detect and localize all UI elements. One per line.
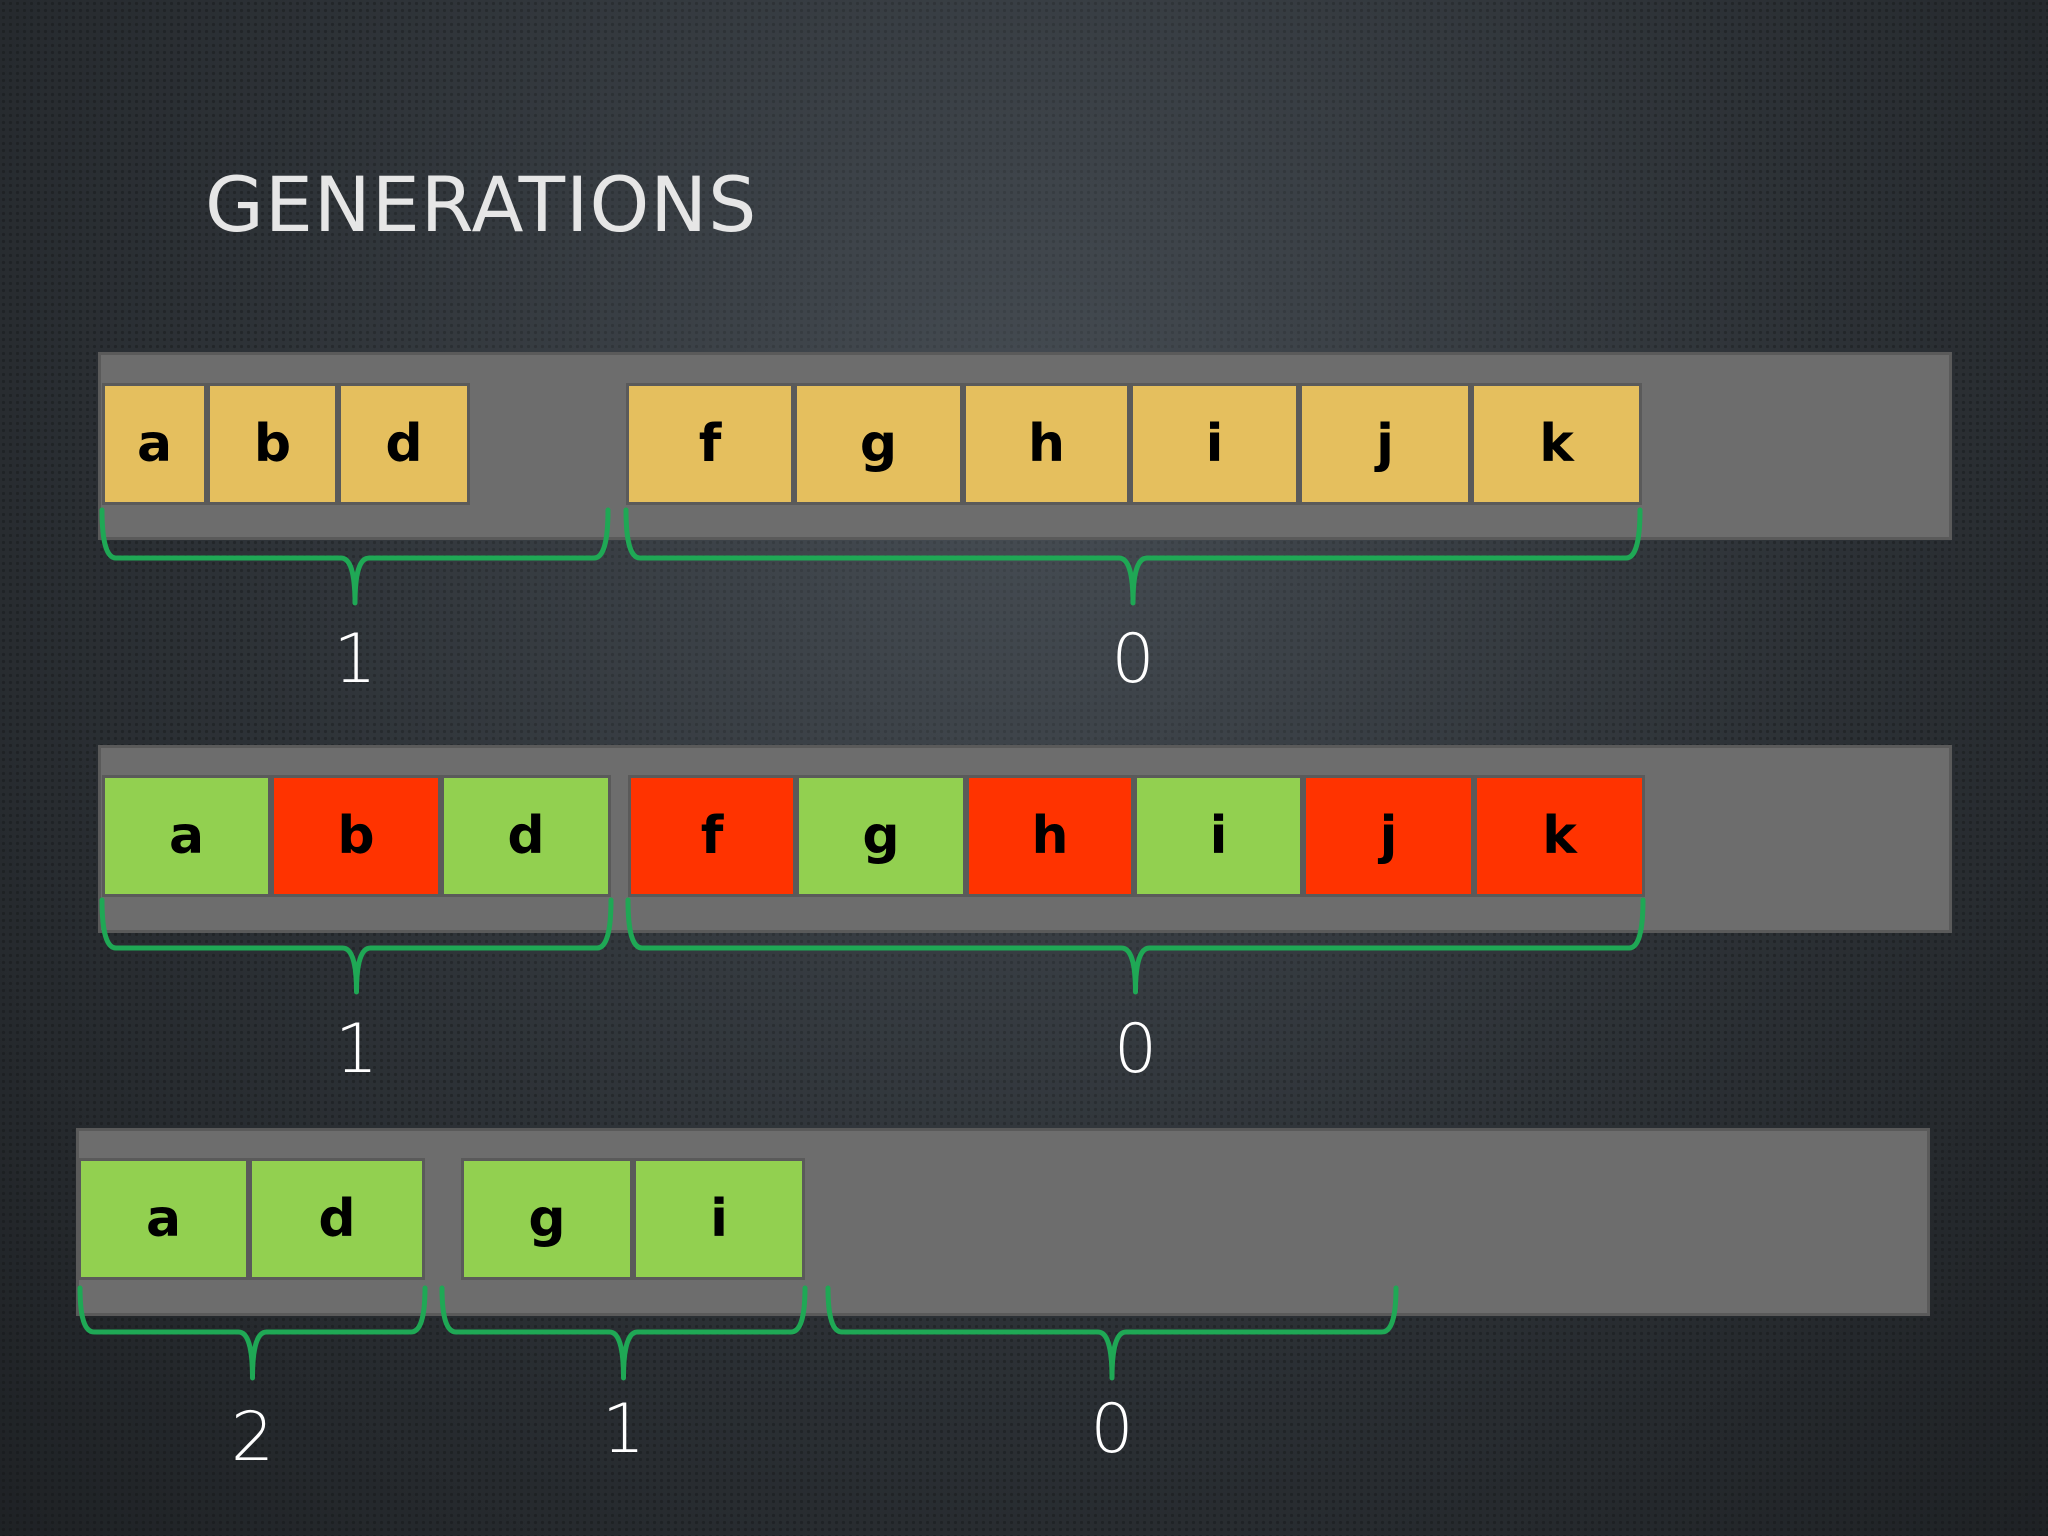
generation-label: 1 [333,620,377,699]
generation-label: 0 [1111,620,1155,699]
generation-brace [625,897,1646,995]
object-cell: a [78,1158,249,1280]
generation-brace [825,1285,1399,1381]
generation-label: 2 [230,1398,275,1477]
object-cell: a [102,383,207,505]
object-cell: i [1130,383,1299,505]
page-title: GENERATIONS [205,160,758,249]
object-cell: b [207,383,338,505]
object-cell: a [102,775,271,897]
object-cell: h [963,383,1130,505]
object-cell: k [1471,383,1642,505]
object-cell: b [271,775,441,897]
generation-brace [623,507,1643,606]
object-cell: j [1299,383,1471,505]
object-cell: g [461,1158,633,1280]
generation-label: 0 [1113,1010,1158,1089]
object-cell: j [1303,775,1474,897]
generation-brace [77,1285,428,1381]
generation-label: 1 [334,1010,379,1089]
object-cell: g [794,383,963,505]
generation-brace [439,1285,808,1381]
generation-label: 0 [1090,1390,1134,1469]
generation-brace [99,897,614,995]
object-cell: i [1134,775,1303,897]
generation-label: 1 [601,1390,646,1469]
object-cell: f [628,775,796,897]
object-cell: f [626,383,794,505]
object-cell: i [633,1158,805,1280]
object-cell: d [338,383,470,505]
object-cell: d [441,775,611,897]
object-cell: d [249,1158,425,1280]
object-cell: g [796,775,966,897]
object-cell: h [966,775,1134,897]
object-cell: k [1474,775,1645,897]
generation-brace [99,507,611,606]
